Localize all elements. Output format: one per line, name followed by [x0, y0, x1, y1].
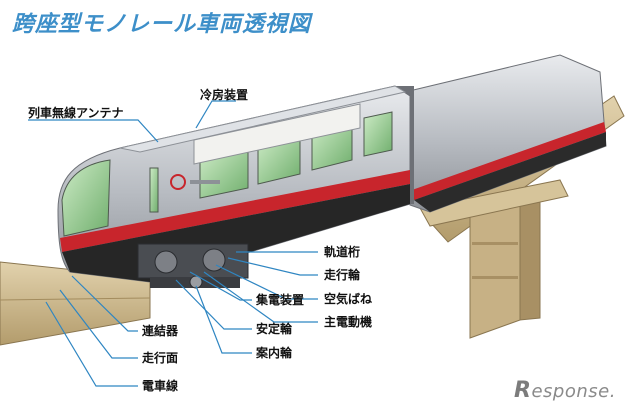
label-trolley-wire: 電車線	[142, 379, 179, 393]
support-pier	[419, 179, 569, 339]
response-watermark: Response.	[514, 378, 616, 403]
leader-lines	[28, 100, 318, 387]
label-coupler: 連結器	[142, 324, 179, 338]
front-car	[57, 85, 411, 283]
label-running-wheel: 走行輪	[324, 268, 361, 282]
label-air-conditioner: 冷房装置	[200, 88, 249, 102]
label-main-motor: 主電動機	[324, 315, 373, 329]
label-current-collector: 集電装置	[256, 293, 305, 307]
label-track-beam: 軌道桁	[324, 245, 361, 259]
diagram-title: 跨座型モノレール車両透視図	[12, 12, 312, 37]
rear-car	[404, 54, 607, 213]
watermark-r: R	[514, 378, 532, 403]
label-train-radio-antenna: 列車無線アンテナ	[28, 106, 124, 120]
label-running-surface: 走行面	[142, 351, 179, 365]
label-guide-wheel: 案内輪	[256, 346, 293, 360]
label-stabilizing-wheel: 安定輪	[256, 322, 293, 336]
label-air-spring: 空気ばね	[324, 292, 373, 306]
bogie	[137, 243, 249, 289]
watermark-text: esponse.	[531, 381, 616, 402]
